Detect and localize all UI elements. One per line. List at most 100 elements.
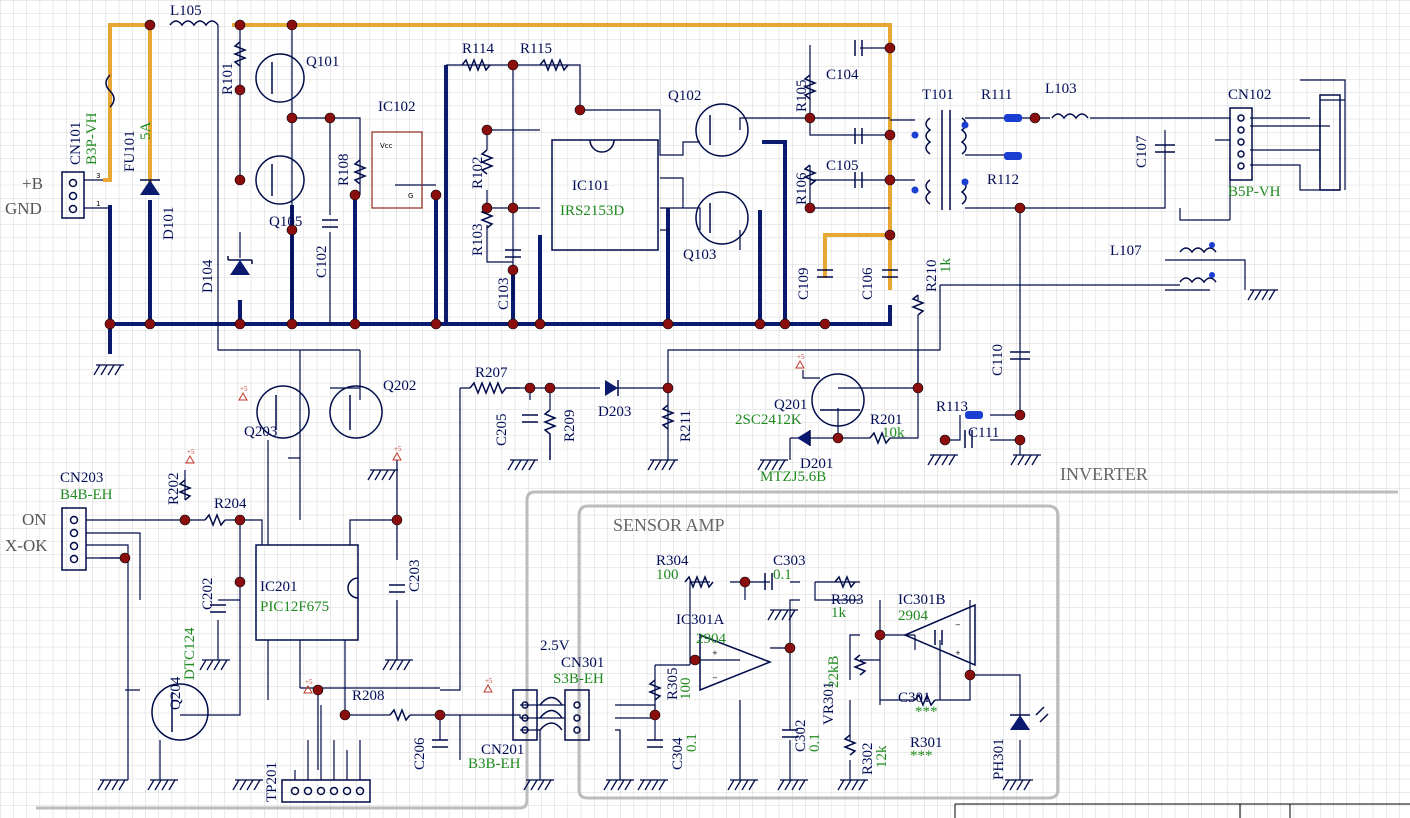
- diodes: [105, 74, 1049, 730]
- value-r303: 1k: [831, 605, 847, 621]
- supply-markers: +5 +5 +5 +5 +5 +5: [185, 353, 805, 694]
- label-r201: R201: [870, 412, 903, 428]
- label-fu101: FU101: [122, 130, 138, 172]
- value-r301: ***: [910, 748, 933, 764]
- label-r209: R209: [562, 409, 578, 442]
- section-title-inverter: INVERTER: [1060, 464, 1148, 484]
- label-ic201: IC201: [260, 579, 298, 595]
- capacitors: [210, 40, 1175, 748]
- value-fu101: 5A: [138, 122, 154, 141]
- label-r301: R301: [910, 735, 943, 751]
- cn102-connector: [1229, 94, 1341, 191]
- ic301a-opamp: +−: [699, 633, 773, 692]
- value-q201: 2SC2412K: [735, 412, 802, 428]
- label-ic101: IC101: [572, 178, 610, 194]
- svg-text:3: 3: [96, 172, 100, 180]
- label-r101: R101: [220, 62, 236, 95]
- label-q203: Q203: [244, 424, 277, 440]
- label-ic301a: IC301A: [676, 612, 725, 628]
- label-c302: C302: [793, 719, 809, 752]
- label-c109: C109: [796, 267, 812, 300]
- label-q103: Q103: [683, 247, 716, 263]
- svg-text:−: −: [712, 674, 718, 682]
- label-d101: D101: [161, 207, 177, 240]
- label-r302: R302: [860, 742, 876, 775]
- label-r202: R202: [166, 472, 182, 505]
- label-q101: Q101: [306, 54, 339, 70]
- ic102-g-pin: G: [408, 192, 413, 200]
- value-r305: 100: [678, 678, 694, 701]
- supply-label-r202: +5: [187, 448, 195, 456]
- label-cn101: CN101: [68, 122, 84, 165]
- wiring: [100, 25, 1346, 780]
- label-cn203: CN203: [60, 470, 103, 486]
- value-vr301: 22kB: [826, 655, 842, 688]
- label-r106: R106: [794, 172, 810, 205]
- label-c202: C202: [200, 577, 216, 610]
- value-r201: 10k: [882, 425, 905, 441]
- supply-label-c203: +5: [394, 445, 402, 453]
- label-l107: L107: [1110, 243, 1142, 259]
- label-ph301: PH301: [991, 738, 1007, 780]
- cn201-cn301-connectors: [512, 689, 590, 741]
- value-cn301: S3B-EH: [553, 671, 604, 687]
- label-c304: C304: [670, 737, 686, 770]
- on-label: ON: [22, 510, 47, 529]
- label-vr301: VR301: [821, 682, 837, 725]
- ic102-vcc-pin: Vcc: [380, 142, 393, 150]
- part-labels-vertical: CN101 B3P-VH FU101 5A D101 R101 D104 C10…: [68, 62, 1150, 802]
- cn203-connector: [61, 507, 125, 571]
- label-r102: R102: [470, 156, 486, 189]
- value-cn102: B5P-VH: [1228, 184, 1281, 200]
- title-block-frame: [954, 803, 1410, 818]
- label-cn301: CN301: [561, 655, 604, 671]
- label-c303: C303: [773, 553, 806, 569]
- x-ok-label: X-OK: [5, 536, 48, 555]
- label-q201: Q201: [774, 397, 807, 413]
- label-cn102: CN102: [1228, 87, 1271, 103]
- label-c102: C102: [314, 245, 330, 278]
- value-cn203: B4B-EH: [60, 487, 113, 503]
- value-r304: 100: [656, 567, 679, 583]
- label-ic301b: IC301B: [898, 592, 946, 608]
- value-q204: DTC124: [182, 627, 198, 680]
- ferrite-beads: [965, 114, 1022, 419]
- label-c203: C203: [407, 559, 423, 592]
- label-c110: C110: [990, 344, 1006, 376]
- label-l105: L105: [170, 3, 202, 19]
- value-c302: 0.1: [807, 733, 823, 752]
- label-c111: C111: [968, 425, 999, 441]
- label-cn201: CN201: [481, 742, 524, 758]
- hv-rail: [103, 23, 892, 290]
- sensor-amp-box: [577, 504, 1060, 800]
- label-l103: L103: [1045, 81, 1077, 97]
- label-c301: C301: [898, 690, 931, 706]
- label-ic102: IC102: [378, 99, 416, 115]
- label-c205: C205: [494, 413, 510, 446]
- ic301b-opamp: −+: [903, 603, 976, 667]
- svg-text:−: −: [955, 621, 961, 629]
- transformer-polarity-dots: [911, 121, 1215, 278]
- label-q105: Q105: [269, 214, 302, 230]
- value-d201: MTZJ5.6B: [760, 469, 826, 485]
- label-c104: C104: [826, 67, 859, 83]
- value-ic301a: 2904: [696, 631, 727, 647]
- label-d203: D203: [598, 404, 631, 420]
- value-cn101: B3P-VH: [84, 112, 100, 165]
- value-ic201: PIC12F675: [260, 599, 329, 615]
- value-ic101: IRS2153D: [560, 203, 624, 219]
- label-r210: R210: [924, 259, 940, 292]
- label-c107: C107: [1134, 135, 1150, 168]
- ic201-body: [255, 544, 359, 641]
- label-r114: R114: [462, 41, 494, 57]
- label-d201: D201: [800, 456, 833, 472]
- label-r207: R207: [475, 365, 508, 381]
- label-r105: R105: [794, 79, 810, 112]
- label-r111: R111: [981, 87, 1012, 103]
- junction-dots: [104, 19, 1041, 721]
- label-q202: Q202: [383, 378, 416, 394]
- label-r305: R305: [665, 667, 681, 700]
- supply-label-cn201: +5: [485, 677, 493, 685]
- label-c103: C103: [496, 277, 512, 310]
